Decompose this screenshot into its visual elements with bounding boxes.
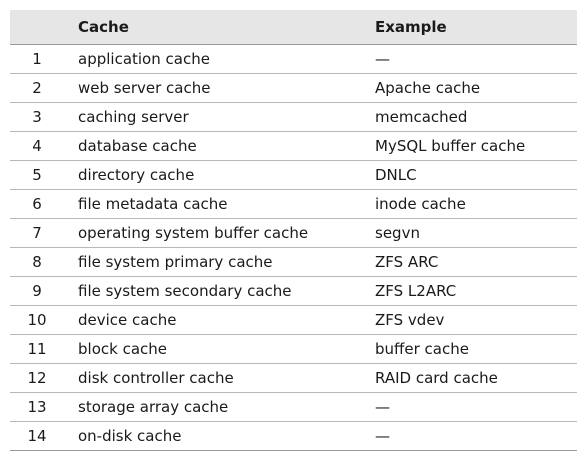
row-example: ZFS vdev <box>365 305 577 335</box>
row-number: 7 <box>10 218 68 248</box>
row-cache: web server cache <box>68 73 365 103</box>
row-cache: database cache <box>68 131 365 161</box>
header-number <box>10 10 68 45</box>
row-cache: on-disk cache <box>68 421 365 451</box>
row-example: inode cache <box>365 189 577 219</box>
row-cache: storage array cache <box>68 392 365 422</box>
row-example: — <box>365 392 577 422</box>
row-number: 9 <box>10 276 68 306</box>
row-cache: operating system buffer cache <box>68 218 365 248</box>
row-example: Apache cache <box>365 73 577 103</box>
row-cache: file metadata cache <box>68 189 365 219</box>
row-cache: file system primary cache <box>68 247 365 277</box>
row-cache: disk controller cache <box>68 363 365 393</box>
row-number: 10 <box>10 305 68 335</box>
row-example: ZFS ARC <box>365 247 577 277</box>
header-example: Example <box>365 10 577 45</box>
row-number: 11 <box>10 334 68 364</box>
header-row: Cache Example <box>10 10 577 45</box>
row-example: segvn <box>365 218 577 248</box>
row-number: 12 <box>10 363 68 393</box>
row-example: ZFS L2ARC <box>365 276 577 306</box>
row-number: 5 <box>10 160 68 190</box>
row-example: memcached <box>365 102 577 132</box>
row-number: 2 <box>10 73 68 103</box>
row-number: 8 <box>10 247 68 277</box>
row-cache: application cache <box>68 44 365 74</box>
row-number: 6 <box>10 189 68 219</box>
row-example: MySQL buffer cache <box>365 131 577 161</box>
row-cache: directory cache <box>68 160 365 190</box>
row-number: 4 <box>10 131 68 161</box>
row-cache: block cache <box>68 334 365 364</box>
row-cache: device cache <box>68 305 365 335</box>
row-example: — <box>365 44 577 74</box>
row-example: RAID card cache <box>365 363 577 393</box>
row-example: buffer cache <box>365 334 577 364</box>
row-example: — <box>365 421 577 451</box>
row-cache: caching server <box>68 102 365 132</box>
row-number: 1 <box>10 44 68 74</box>
table-header: Cache Example <box>10 10 577 45</box>
row-number: 3 <box>10 102 68 132</box>
row-example: DNLC <box>365 160 577 190</box>
row-number: 13 <box>10 392 68 422</box>
header-cache: Cache <box>68 10 365 45</box>
row-number: 14 <box>10 421 68 451</box>
row-cache: file system secondary cache <box>68 276 365 306</box>
